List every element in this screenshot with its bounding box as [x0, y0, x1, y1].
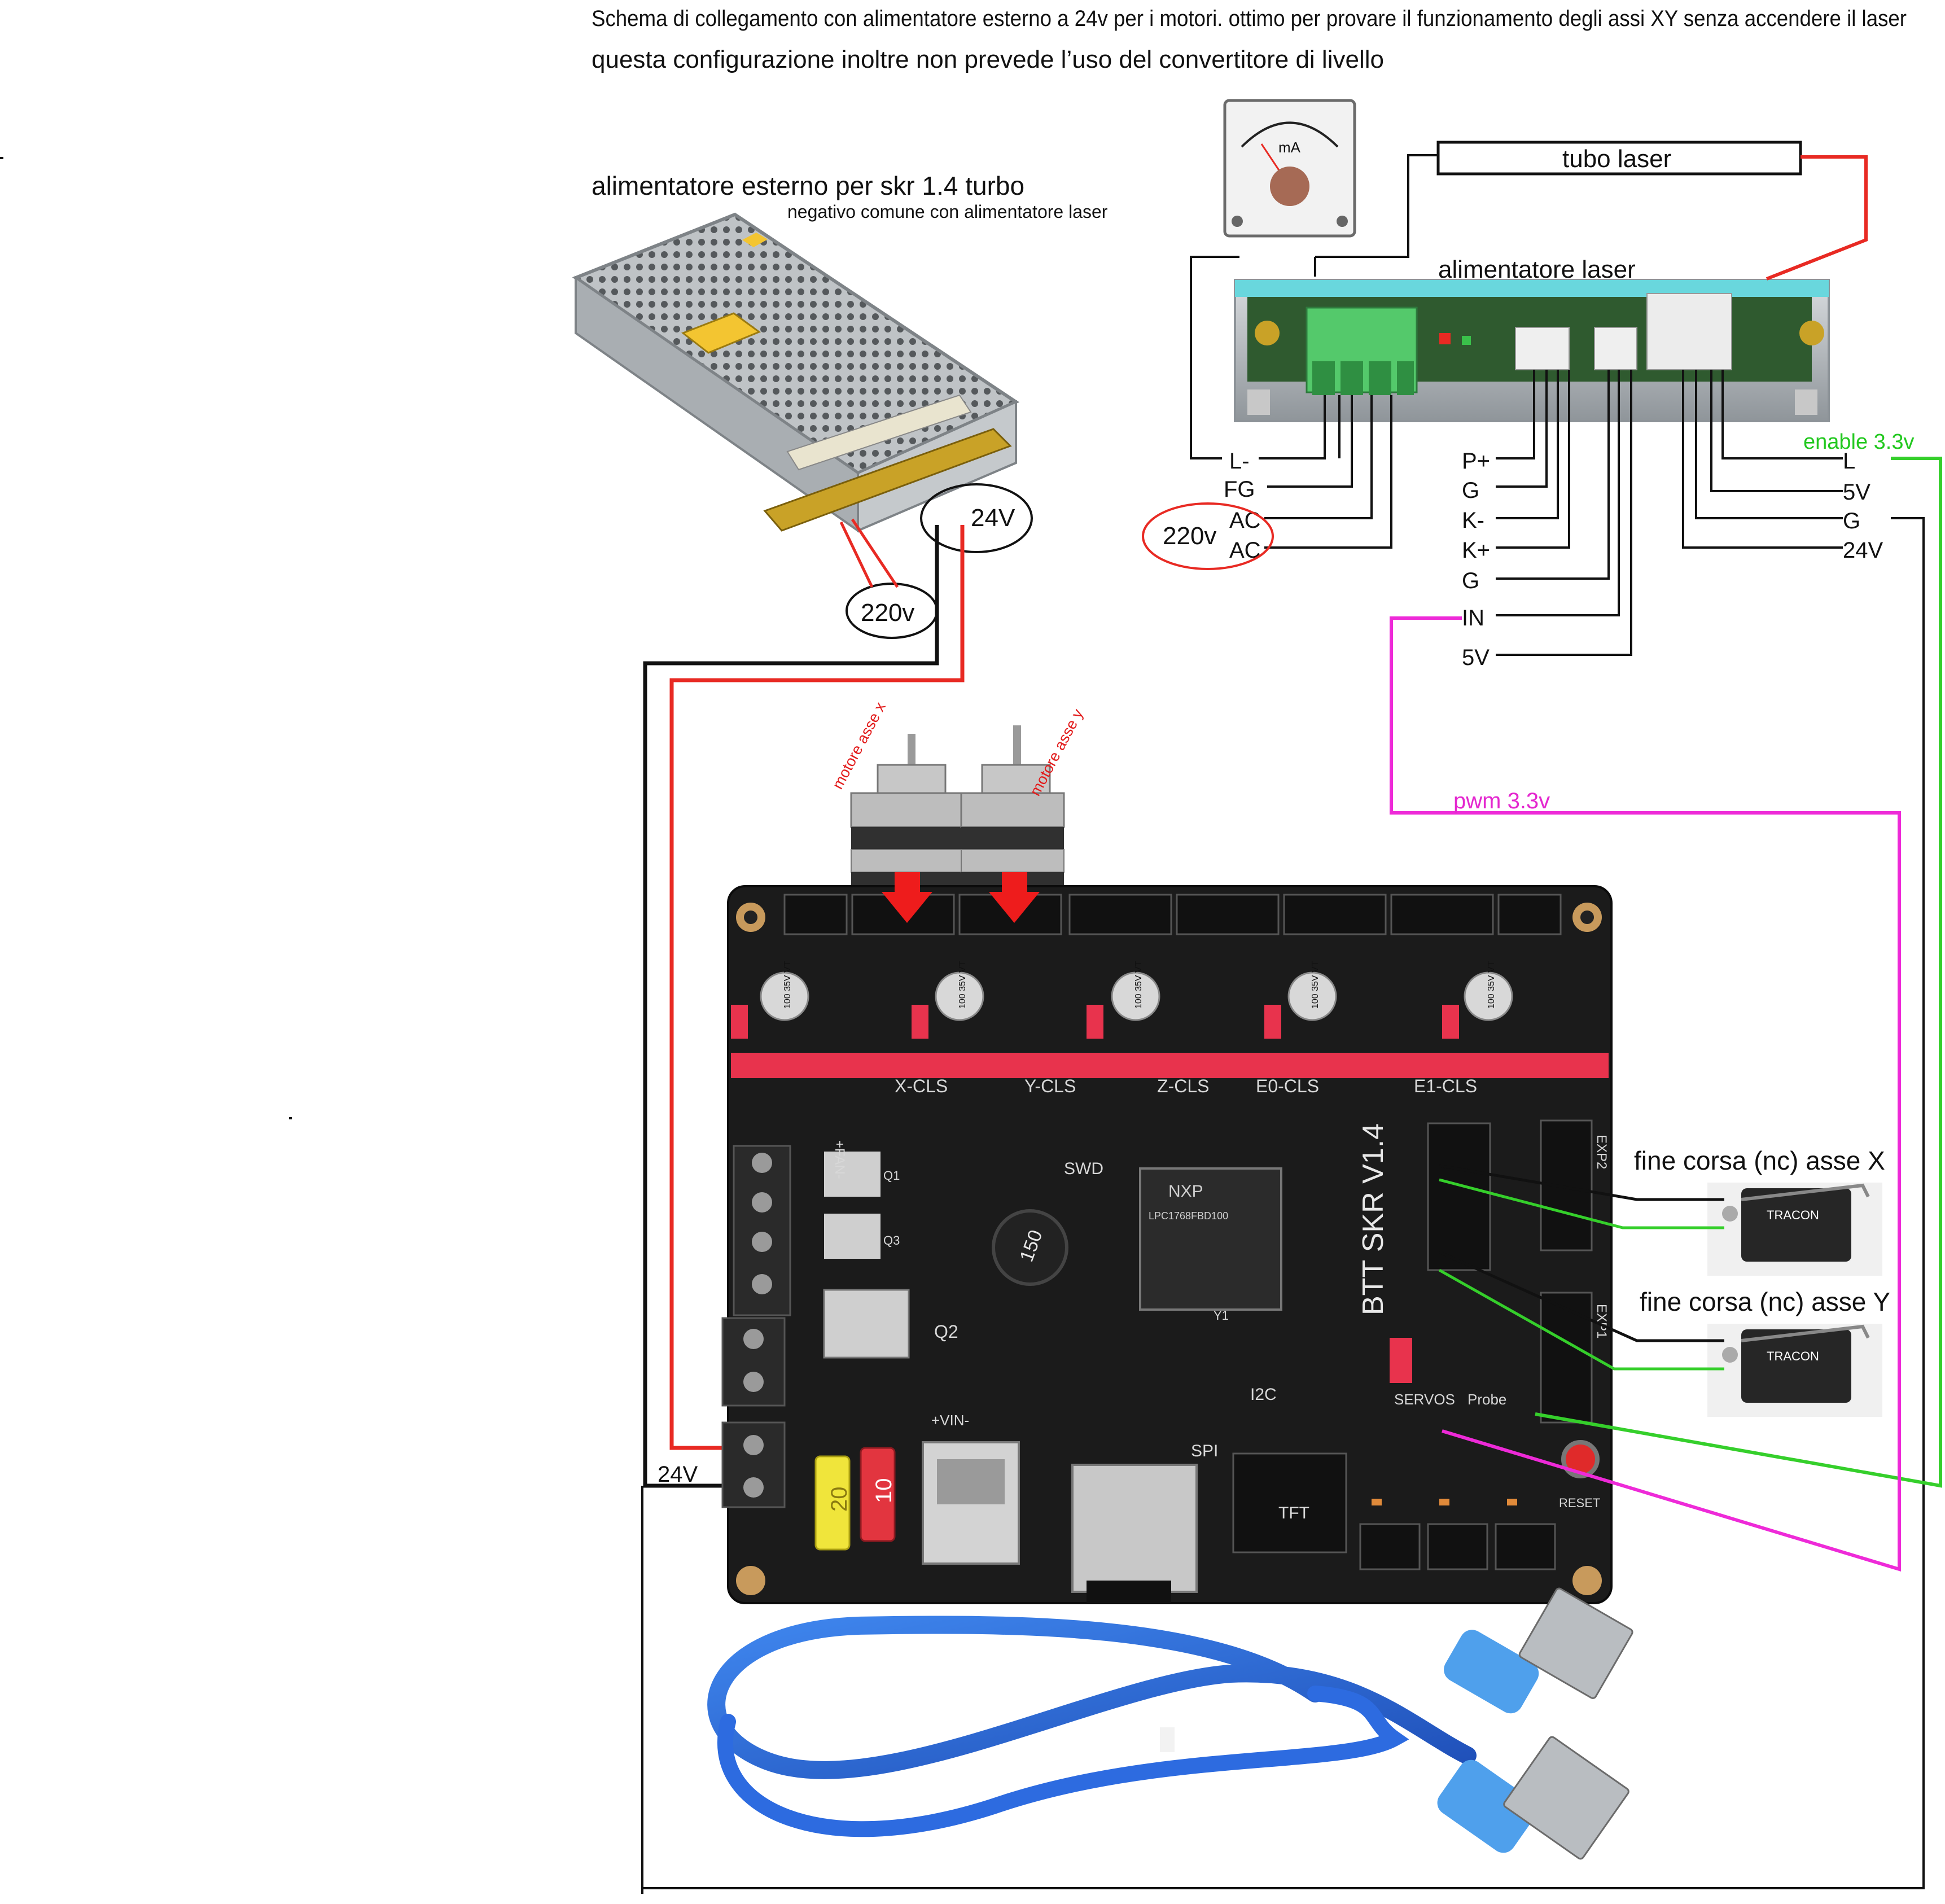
silk-y1: Y1: [1214, 1308, 1229, 1323]
cap-text-2: 100 35V VT: [958, 961, 967, 1009]
endstop-y-brand: TRACON: [1767, 1349, 1819, 1363]
endstop-x-brand: TRACON: [1767, 1208, 1819, 1222]
laser-pin-K-: K-: [1462, 508, 1484, 533]
silk-i2c: I2C: [1250, 1385, 1277, 1404]
endstop-wires: [1438, 1164, 1724, 1371]
laser-black-wiring: [642, 154, 1925, 1889]
meter-unit: mA: [1278, 139, 1301, 156]
stray-mark-1: [0, 157, 3, 159]
board-power-label: 24V: [658, 1462, 698, 1487]
psu24-subtitle: negativo comune con alimentatore laser: [787, 202, 1108, 222]
red-24v-wire: [669, 525, 965, 1450]
laser-psu-label: alimentatore laser: [1438, 256, 1636, 283]
endstop-x-label: fine corsa (nc) asse X: [1634, 1146, 1885, 1175]
silk-exp2: EXP2: [1594, 1135, 1609, 1169]
stray-mark-2: [289, 1117, 292, 1119]
laser-pin-L: L: [1843, 449, 1855, 474]
pwm-wire: [1390, 616, 1901, 1572]
fuse-right-label: 10: [871, 1478, 896, 1504]
psu24-input-label: 220v: [861, 599, 914, 627]
laser-pin-AC1: AC: [1229, 508, 1261, 533]
board-header-x: X-CLS: [895, 1076, 948, 1096]
chip-text: LPC1768FBD100: [1149, 1210, 1228, 1222]
silk-servos: SERVOS: [1394, 1391, 1455, 1408]
laser-pin-24V: 24V: [1843, 538, 1883, 563]
laser-pin-L-: L-: [1229, 449, 1250, 474]
endstop-y-label: fine corsa (nc) asse Y: [1640, 1287, 1890, 1316]
laser-psu-image: [1234, 279, 1830, 422]
laser-pin-P+: P+: [1462, 449, 1490, 474]
chip-brand: NXP: [1168, 1182, 1203, 1201]
motor-y-label: motore asse y: [1027, 706, 1087, 799]
endstop-x-switch: TRACON: [1707, 1183, 1882, 1276]
psu24-output-label: 24V: [971, 504, 1015, 532]
psu24-output-ellipse: [920, 483, 1033, 553]
silk-spi: SPI: [1191, 1442, 1218, 1460]
fuse-left-label: 20: [827, 1487, 852, 1512]
black-gnd-wire: [643, 525, 939, 1488]
pwm-label: pwm 3.3v: [1453, 789, 1550, 813]
board-header-e1: E1-CLS: [1414, 1076, 1477, 1096]
enable-label: enable 3.3v: [1803, 430, 1915, 454]
board-header-z: Z-CLS: [1157, 1076, 1209, 1096]
psu24-title: alimentatore esterno per skr 1.4 turbo: [592, 171, 1024, 200]
laser-pin-IN: IN: [1462, 606, 1484, 631]
motor-arrows: [882, 872, 1040, 923]
mains-ellipse: [1142, 502, 1274, 570]
laser-tube-red-wire: [1766, 155, 1868, 281]
cap-text-3: 100 35V VT: [1134, 961, 1144, 1009]
laser-tube-label: tubo laser: [1562, 145, 1671, 173]
cap-text-4: 100 35V VT: [1311, 961, 1320, 1009]
skr-board: [721, 885, 1613, 1604]
board-name: BTT SKR V1.4: [1357, 1123, 1390, 1315]
motor-x: [850, 734, 971, 889]
silk-tft: TFT: [1278, 1504, 1309, 1522]
endstop-y-switch: TRACON: [1707, 1324, 1882, 1417]
laser-pin-G1: G: [1462, 478, 1479, 503]
laser-pin-FG: FG: [1224, 477, 1255, 502]
board-header-e0: E0-CLS: [1256, 1076, 1319, 1096]
cap-text-5: 100 35V VT: [1487, 961, 1496, 1009]
silk-fan: +FAN-: [832, 1140, 847, 1179]
silk-swd: SWD: [1064, 1159, 1103, 1178]
silk-q3: Q3: [883, 1233, 900, 1248]
header-line-1: Schema di collegamento con alimentatore …: [592, 6, 1907, 31]
header-line-2: questa configurazione inoltre non preved…: [592, 46, 1384, 73]
laser-pin-K+: K+: [1462, 538, 1490, 563]
laser-pin-G-right: G: [1843, 509, 1860, 533]
laser-pin-5V: 5V: [1462, 645, 1490, 670]
cap-text-1: 100 35V VT: [783, 961, 792, 1009]
silk-reset: RESET: [1559, 1496, 1600, 1510]
silk-vin: +VIN-: [931, 1412, 969, 1429]
silk-probe: Probe: [1467, 1391, 1506, 1408]
laser-pin-G2: G: [1462, 568, 1479, 593]
laser-pin-5V-right: 5V: [1843, 480, 1870, 505]
psu24-image: [572, 212, 1020, 533]
board-header-y: Y-CLS: [1024, 1076, 1076, 1096]
silk-q1: Q1: [883, 1168, 900, 1183]
milliammeter: mA: [1223, 99, 1356, 238]
laser-mains-label: 220v: [1163, 522, 1216, 550]
usb-cable: [707, 1587, 1633, 1860]
silk-q2: Q2: [934, 1321, 958, 1342]
enable-wire: [1535, 457, 1942, 1488]
